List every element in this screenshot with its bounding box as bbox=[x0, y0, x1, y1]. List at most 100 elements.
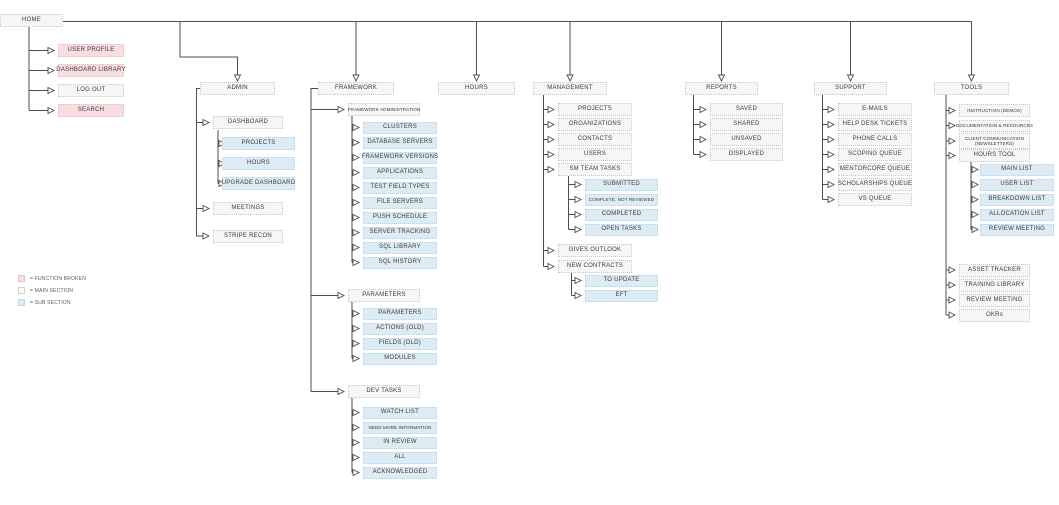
node-parameters: PARAMETERS bbox=[348, 289, 420, 302]
node-open-tasks: OPEN TASKS bbox=[585, 223, 658, 236]
arrowhead-icon bbox=[547, 262, 556, 271]
arrowhead-icon bbox=[352, 339, 361, 348]
arrowhead-icon bbox=[948, 266, 957, 274]
arrowhead-icon bbox=[352, 228, 361, 237]
arrowhead-icon bbox=[827, 180, 836, 189]
node-vs-queue: VS QUEUE bbox=[838, 193, 912, 206]
arrowhead-icon bbox=[47, 46, 56, 55]
node-stripe-recon: STRIPE RECON bbox=[213, 229, 283, 243]
node-tools: TOOLS bbox=[934, 82, 1009, 95]
node-client-communication-newsletters: CLIENT COMMUNICATION (NEWSLETTERS) bbox=[959, 133, 1030, 149]
arrowhead-icon bbox=[352, 138, 361, 147]
node-scoping-queue: SCOPING QUEUE bbox=[838, 148, 912, 161]
node-review-meeting: REVIEW MEETING bbox=[980, 223, 1054, 236]
arrowhead-icon bbox=[574, 291, 583, 300]
arrowhead-icon bbox=[971, 195, 980, 204]
node-server-tracking: SERVER TRACKING bbox=[363, 226, 437, 239]
arrowhead-icon bbox=[699, 135, 708, 144]
arrowhead-icon bbox=[337, 387, 346, 396]
node-gives-outlook: GIVES OUTLOOK bbox=[558, 244, 632, 257]
arrowhead-icon bbox=[352, 309, 361, 318]
legend-label-main-section: = MAIN SECTION bbox=[30, 287, 74, 294]
arrowhead-icon bbox=[47, 86, 56, 95]
node-help-desk-tickets: HELP DESK TICKETS bbox=[838, 118, 912, 131]
arrowhead-icon bbox=[948, 151, 957, 160]
arrowhead-icon bbox=[846, 74, 855, 83]
node-home: HOME bbox=[0, 14, 63, 27]
arrowhead-icon bbox=[352, 423, 361, 432]
node-parameters: PARAMETERS bbox=[363, 307, 437, 320]
arrowhead-icon bbox=[547, 246, 556, 255]
node-phone-calls: PHONE CALLS bbox=[838, 133, 912, 146]
node-push-schedule: PUSH SCHEDULE bbox=[363, 211, 437, 224]
arrowhead-icon bbox=[352, 453, 361, 462]
node-okrs: OKRs bbox=[959, 308, 1030, 322]
arrowhead-icon bbox=[948, 311, 957, 319]
node-projects: PROJECTS bbox=[558, 103, 632, 116]
arrowhead-icon bbox=[574, 195, 583, 204]
arrowhead-icon bbox=[352, 198, 361, 207]
arrowhead-icon bbox=[574, 180, 583, 189]
node-dashboard-library: DASHBOARD LIBRARY bbox=[56, 64, 126, 77]
legend-swatch-sub bbox=[18, 299, 25, 306]
node-meetings: MEETINGS bbox=[213, 202, 283, 215]
node-instruction-demos: INSTRUCTION (DEMOS) bbox=[959, 104, 1030, 117]
node-users: USERS bbox=[558, 148, 632, 161]
node-applications: APPLICATIONS bbox=[363, 166, 437, 179]
arrowhead-icon bbox=[202, 232, 211, 240]
arrowhead-icon bbox=[827, 165, 836, 174]
node-mentorcore-queue: MENTORCORE QUEUE bbox=[838, 163, 912, 176]
node-submitted: SUBMITTED bbox=[585, 178, 658, 191]
node-new-contracts: NEW CONTRACTS bbox=[558, 260, 632, 273]
arrowhead-icon bbox=[971, 180, 980, 189]
node-hours-tool: HOURS TOOL bbox=[959, 149, 1030, 162]
arrowhead-icon bbox=[699, 150, 708, 159]
arrowhead-icon bbox=[971, 210, 980, 219]
node-admin: ADMIN bbox=[200, 82, 275, 95]
arrowhead-icon bbox=[948, 106, 957, 115]
arrowhead-icon bbox=[967, 74, 976, 83]
arrowhead-icon bbox=[352, 74, 360, 83]
node-dashboard: DASHBOARD bbox=[213, 116, 283, 129]
arrowhead-icon bbox=[352, 324, 361, 333]
arrowhead-icon bbox=[352, 243, 361, 252]
node-dev-tasks: DEV TASKS bbox=[348, 385, 420, 398]
node-test-field-types: TEST FIELD TYPES bbox=[363, 181, 437, 194]
arrowhead-icon bbox=[352, 168, 361, 177]
node-need-more-information: NEED MORE INFORMATION bbox=[363, 421, 437, 434]
arrowhead-icon bbox=[574, 225, 583, 234]
node-acknowledged: ACKNOWLEDGED bbox=[363, 466, 437, 479]
node-scholarships-queue: SCHOLARSHIPS QUEUE bbox=[838, 178, 912, 191]
arrowhead-icon bbox=[948, 137, 957, 145]
arrowhead-icon bbox=[352, 153, 361, 162]
legend-item-function-broken: = FUNCTION BROKEN bbox=[18, 275, 86, 282]
arrowhead-icon bbox=[337, 105, 346, 114]
node-database-servers: DATABASE SERVERS bbox=[363, 136, 437, 149]
arrowhead-icon bbox=[827, 150, 836, 159]
arrowhead-icon bbox=[547, 135, 556, 144]
node-all: ALL bbox=[363, 451, 437, 464]
node-sql-history: SQL HISTORY bbox=[363, 256, 437, 269]
connector-path bbox=[28, 21, 972, 473]
node-hours: HOURS bbox=[438, 82, 515, 95]
node-framework-administration: FRAMEWORK ADMINISTRATION bbox=[348, 103, 420, 116]
node-user-profile: USER PROFILE bbox=[58, 44, 124, 57]
node-actions-old: ACTIONS (OLD) bbox=[363, 322, 437, 335]
arrowhead-icon bbox=[47, 66, 56, 75]
node-file-servers: FILE SERVERS bbox=[363, 196, 437, 209]
arrowhead-icon bbox=[948, 281, 957, 289]
node-organizations: ORGANIZATIONS bbox=[558, 118, 632, 131]
arrowhead-icon bbox=[827, 120, 836, 129]
node-asset-tracker: ASSET TRACKER bbox=[959, 263, 1030, 277]
arrowhead-icon bbox=[547, 105, 556, 114]
arrowhead-icon bbox=[472, 74, 481, 83]
arrowhead-icon bbox=[352, 258, 361, 267]
arrowhead-icon bbox=[47, 106, 56, 115]
node-modules: MODULES bbox=[363, 352, 437, 365]
arrowhead-icon bbox=[827, 135, 836, 144]
node-log-out: LOG OUT bbox=[58, 84, 124, 97]
arrowhead-icon bbox=[948, 121, 957, 130]
node-reports: REPORTS bbox=[685, 82, 758, 95]
